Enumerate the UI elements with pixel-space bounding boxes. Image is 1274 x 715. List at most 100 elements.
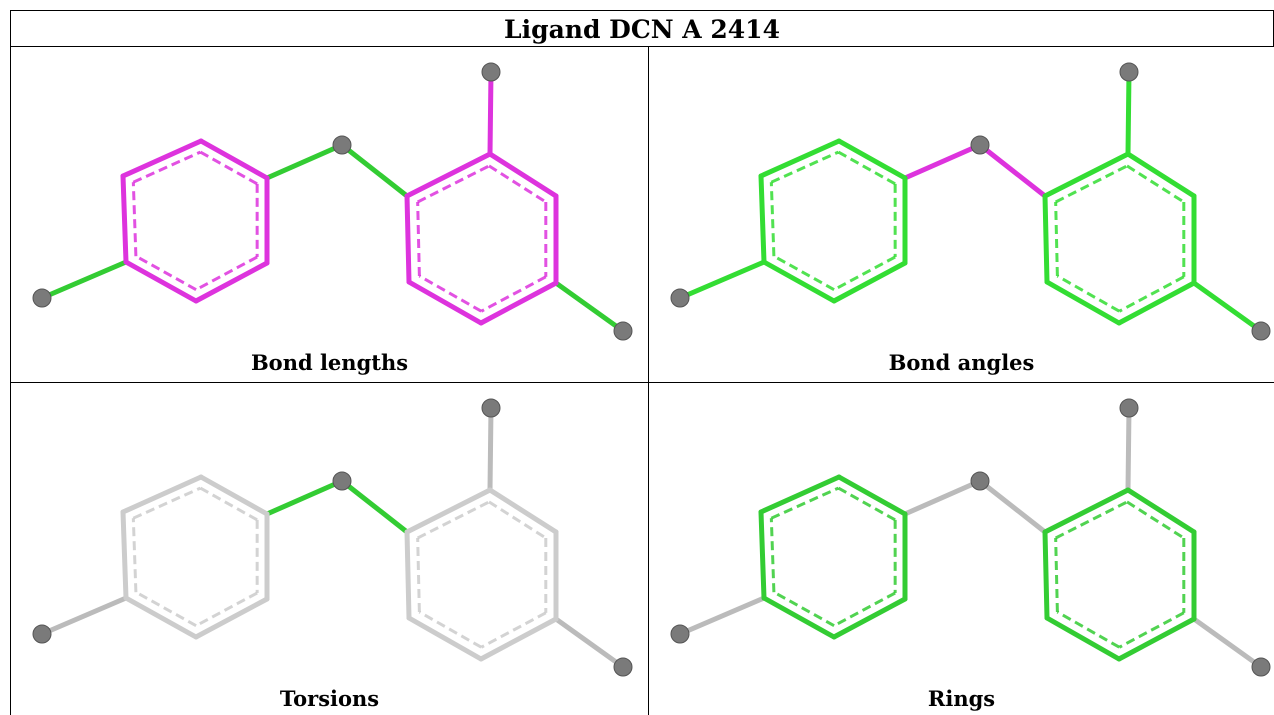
terminal-atom-top xyxy=(481,398,501,418)
terminal-atom-top xyxy=(1119,62,1139,82)
ring-left-aromatic-bond xyxy=(833,255,896,292)
ring-right-aromatic-bond xyxy=(1054,201,1059,277)
ring-left-bond xyxy=(123,259,199,304)
ring-left-bond xyxy=(120,173,129,265)
ring-left-aromatic-bond xyxy=(195,591,258,628)
ring-left-aromatic-bond xyxy=(199,150,258,186)
ring-right-bond xyxy=(487,151,559,199)
substituent-bond-left xyxy=(677,595,767,637)
molecule-diagram xyxy=(32,62,633,341)
panel-caption: Rings xyxy=(927,686,996,711)
substituent-bond-right xyxy=(553,616,626,670)
ring-left-bond xyxy=(831,260,908,304)
panel-rings: Rings xyxy=(649,383,1274,715)
ring-left-aromatic-bond xyxy=(833,591,896,628)
ring-left-aromatic-bond xyxy=(135,254,197,291)
substituent-bond-right xyxy=(1191,280,1264,334)
terminal-atom-left xyxy=(670,288,690,308)
ring-left-aromatic-bond xyxy=(199,486,258,522)
grid-line-left-rule xyxy=(10,46,11,715)
molecule-diagram xyxy=(670,62,1271,341)
substituent-bond-top xyxy=(1125,405,1132,493)
bridge-bond-right xyxy=(977,478,1048,535)
ring-right-aromatic-bond xyxy=(1054,537,1059,613)
ring-right-bond xyxy=(1116,616,1197,662)
ring-left-aromatic-bond xyxy=(770,150,840,184)
bridge-atom xyxy=(970,471,990,491)
ring-right-aromatic-bond xyxy=(416,537,421,613)
ring-right-bond xyxy=(404,529,412,621)
ring-left-bond xyxy=(831,596,908,640)
grid-line-middle-rule xyxy=(10,382,1274,383)
ring-right-bond xyxy=(478,616,559,662)
ring-left-aromatic-bond xyxy=(135,590,197,627)
ring-left-aromatic-bond xyxy=(769,518,776,593)
ring-left-bond xyxy=(120,509,129,601)
bridge-atom xyxy=(332,135,352,155)
ring-left-aromatic-bond xyxy=(837,150,896,186)
grid-line-top-rule xyxy=(10,46,1274,47)
ring-right-aromatic-bond xyxy=(1126,164,1185,204)
molecule-diagram xyxy=(32,398,633,677)
ring-right-aromatic-bond xyxy=(488,164,547,204)
terminal-atom-top xyxy=(1119,398,1139,418)
terminal-atom-left xyxy=(670,624,690,644)
ring-left-bond xyxy=(758,509,767,601)
ring-right-aromatic-bond xyxy=(1118,611,1185,649)
substituent-bond-top xyxy=(1125,69,1132,157)
ring-right-bond xyxy=(1125,151,1197,199)
ring-right-bond xyxy=(1044,615,1122,662)
ring-right-bond xyxy=(1125,487,1197,535)
ring-left-bond xyxy=(198,138,270,181)
panel-caption: Bond lengths xyxy=(250,350,409,375)
ring-right-aromatic-bond xyxy=(1118,275,1185,313)
ring-right-bond xyxy=(478,280,559,326)
ring-left-bond xyxy=(758,173,767,265)
ring-right-bond xyxy=(1044,279,1122,326)
ring-right-aromatic-bond xyxy=(1056,610,1121,649)
ring-left-aromatic-bond xyxy=(837,486,896,522)
ring-right-bond xyxy=(406,279,484,326)
ring-left-aromatic-bond xyxy=(132,486,202,520)
ring-right-aromatic-bond xyxy=(418,274,483,313)
molecule-diagram xyxy=(670,398,1271,677)
ring-right-bond xyxy=(1116,280,1197,326)
grid-line-center-rule xyxy=(648,46,649,715)
figure-table: Ligand DCN A 2414 Bond lengths Bond angl… xyxy=(10,10,1274,715)
terminal-atom-top xyxy=(481,62,501,82)
ring-left-aromatic-bond xyxy=(132,150,202,184)
substituent-bond-right xyxy=(553,280,626,334)
ring-left-bond xyxy=(761,259,837,304)
ring-left-bond xyxy=(193,596,270,640)
bridge-bond-right xyxy=(339,142,410,199)
terminal-atom-right xyxy=(613,321,633,341)
ring-right-aromatic-bond xyxy=(416,201,421,277)
ring-left-aromatic-bond xyxy=(195,255,258,292)
ring-right-bond xyxy=(487,487,559,535)
bridge-bond-left xyxy=(264,142,345,181)
ring-left-bond xyxy=(758,138,842,179)
ring-right-aromatic-bond xyxy=(418,610,483,649)
ring-left-bond xyxy=(120,138,204,179)
ring-left-aromatic-bond xyxy=(770,486,840,520)
ring-left-bond xyxy=(198,474,270,517)
ring-right-bond xyxy=(1042,193,1050,285)
ring-left-bond xyxy=(120,474,204,515)
panel-bond-angles: Bond angles xyxy=(649,47,1274,382)
ring-left-aromatic-bond xyxy=(773,254,835,291)
bridge-bond-right xyxy=(339,478,410,535)
bridge-bond-right xyxy=(977,142,1048,199)
ring-right-aromatic-bond xyxy=(488,500,547,540)
ring-right-aromatic-bond xyxy=(480,611,547,649)
figure-title: Ligand DCN A 2414 xyxy=(10,10,1274,47)
bridge-atom xyxy=(970,135,990,155)
ring-left-bond xyxy=(836,474,908,517)
bridge-atom xyxy=(332,471,352,491)
ring-right-bond xyxy=(1042,529,1050,621)
bridge-bond-left xyxy=(902,478,983,517)
panel-caption: Bond angles xyxy=(888,350,1035,375)
terminal-atom-left xyxy=(32,288,52,308)
terminal-atom-right xyxy=(613,657,633,677)
panel-caption: Torsions xyxy=(279,686,380,711)
ring-left-bond xyxy=(123,595,199,640)
